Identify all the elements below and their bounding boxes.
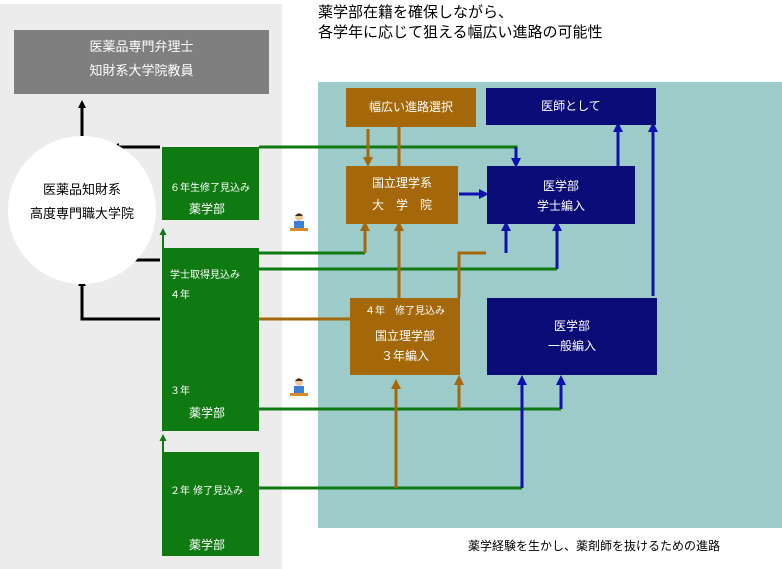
year3-label: ３年 xyxy=(170,386,190,397)
as-doctor-box: 医師として xyxy=(486,88,656,125)
patent-attorney-line-2: 知財系大学院教員 xyxy=(89,64,194,79)
national-science-grad-line-1: 国立理学系 xyxy=(371,176,432,190)
medical-bachelor-transfer-box: 医学部 学士編入 xyxy=(487,166,635,224)
year4-note: 学士取得見込み xyxy=(170,270,240,281)
transfer-line-1: 国立理学部 xyxy=(374,329,435,343)
patent-attorney-line-1: 医薬品専門弁理士 xyxy=(89,40,194,55)
medical-general-line-1: 医学部 xyxy=(553,319,590,333)
national-science-grad-box: 国立理学系 大 学 院 xyxy=(346,166,458,224)
grad-school-line-2: 高度専門職大学院 xyxy=(29,207,134,222)
pharmacy-year6-box: ６年生修了見込み 薬学部 xyxy=(162,147,259,220)
student-at-desk-icon xyxy=(290,378,308,396)
year3-dept-label: 薬学部 xyxy=(189,406,226,420)
student-at-desk-icon xyxy=(290,213,308,231)
transfer-note: ４年 修了見込み xyxy=(365,306,445,317)
transfer-line-2: ３年編入 xyxy=(380,349,429,363)
wide-career-choice-box: 幅広い進路選択 xyxy=(346,88,476,127)
year6-note: ６年生修了見込み xyxy=(170,183,250,194)
grad-school-circle: 医薬品知財系 高度専門職大学院 xyxy=(8,136,156,284)
medical-bachelor-line-1: 医学部 xyxy=(542,179,579,193)
national-science-transfer-box: ４年 修了見込み 国立理学部 ３年編入 xyxy=(350,298,460,375)
pharmacy-year2-box: ２年 修了見込み 薬学部 xyxy=(162,452,259,556)
grad-school-line-1: 医薬品知財系 xyxy=(42,183,121,198)
year4-label: ４年 xyxy=(170,290,190,301)
medical-general-line-2: 一般編入 xyxy=(547,339,596,353)
medical-general-transfer-box: 医学部 一般編入 xyxy=(487,298,657,375)
year2-label: 薬学部 xyxy=(189,538,226,552)
as-doctor-label: 医師として xyxy=(541,99,601,113)
wide-career-choice-label: 幅広い進路選択 xyxy=(368,100,453,114)
pharmacy-year3-4-box: 学士取得見込み ４年 ３年 薬学部 xyxy=(162,248,259,431)
national-science-grad-line-2: 大 学 院 xyxy=(371,198,432,212)
title-line-1: 薬学部在籍を確保しながら、 xyxy=(318,3,514,21)
year6-label: 薬学部 xyxy=(189,202,226,216)
year2-note: ２年 修了見込み xyxy=(170,486,244,497)
medical-bachelor-line-2: 学士編入 xyxy=(536,199,585,213)
title-line-2: 各学年に応じて狙える幅広い進路の可能性 xyxy=(318,23,603,41)
patent-attorney-box: 医薬品専門弁理士 知財系大学院教員 xyxy=(14,30,269,94)
footer-note: 薬学経験を生かし、薬剤師を抜けるための進路 xyxy=(468,539,721,553)
